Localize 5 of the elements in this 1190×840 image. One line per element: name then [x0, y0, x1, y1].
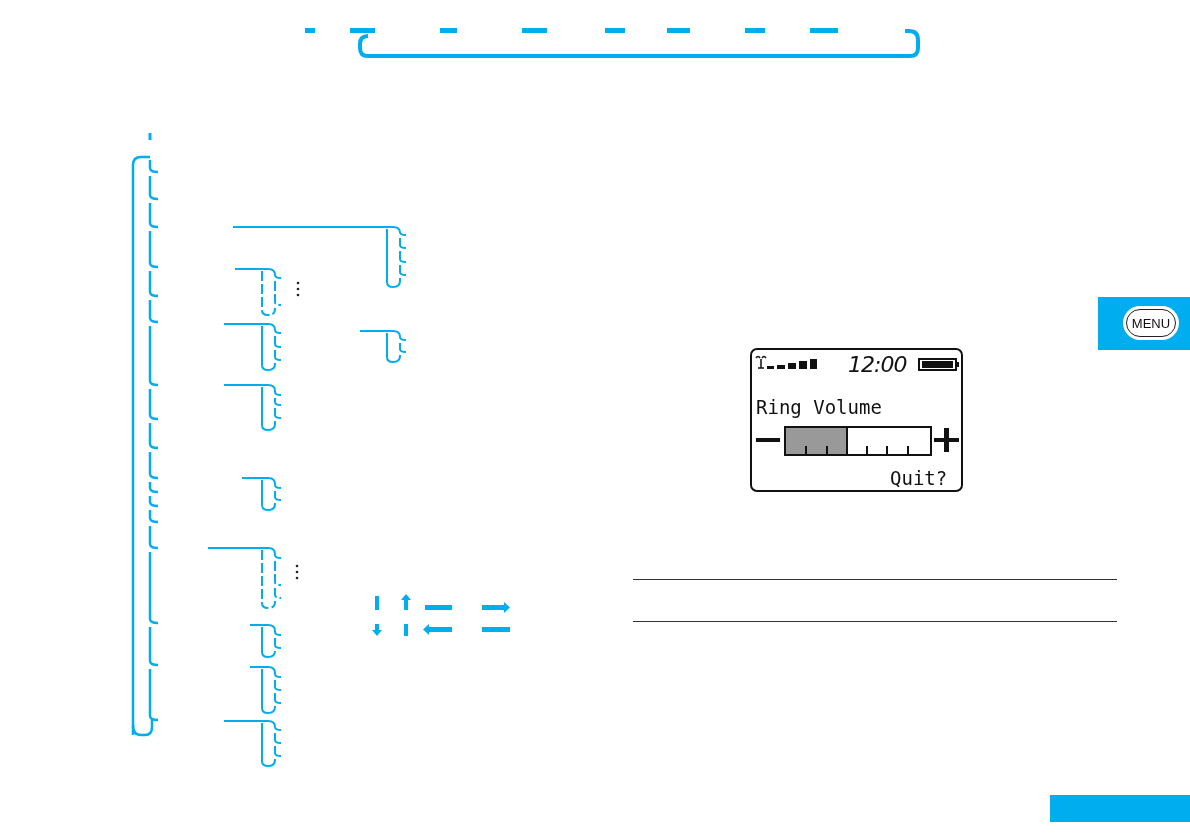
menu-key: MENU: [1126, 309, 1176, 337]
clock-text: 12:00: [848, 352, 907, 377]
phone-display: [750, 348, 963, 492]
softkey-label: Quit?: [890, 468, 948, 488]
display-title: Ring Volume: [756, 396, 882, 418]
